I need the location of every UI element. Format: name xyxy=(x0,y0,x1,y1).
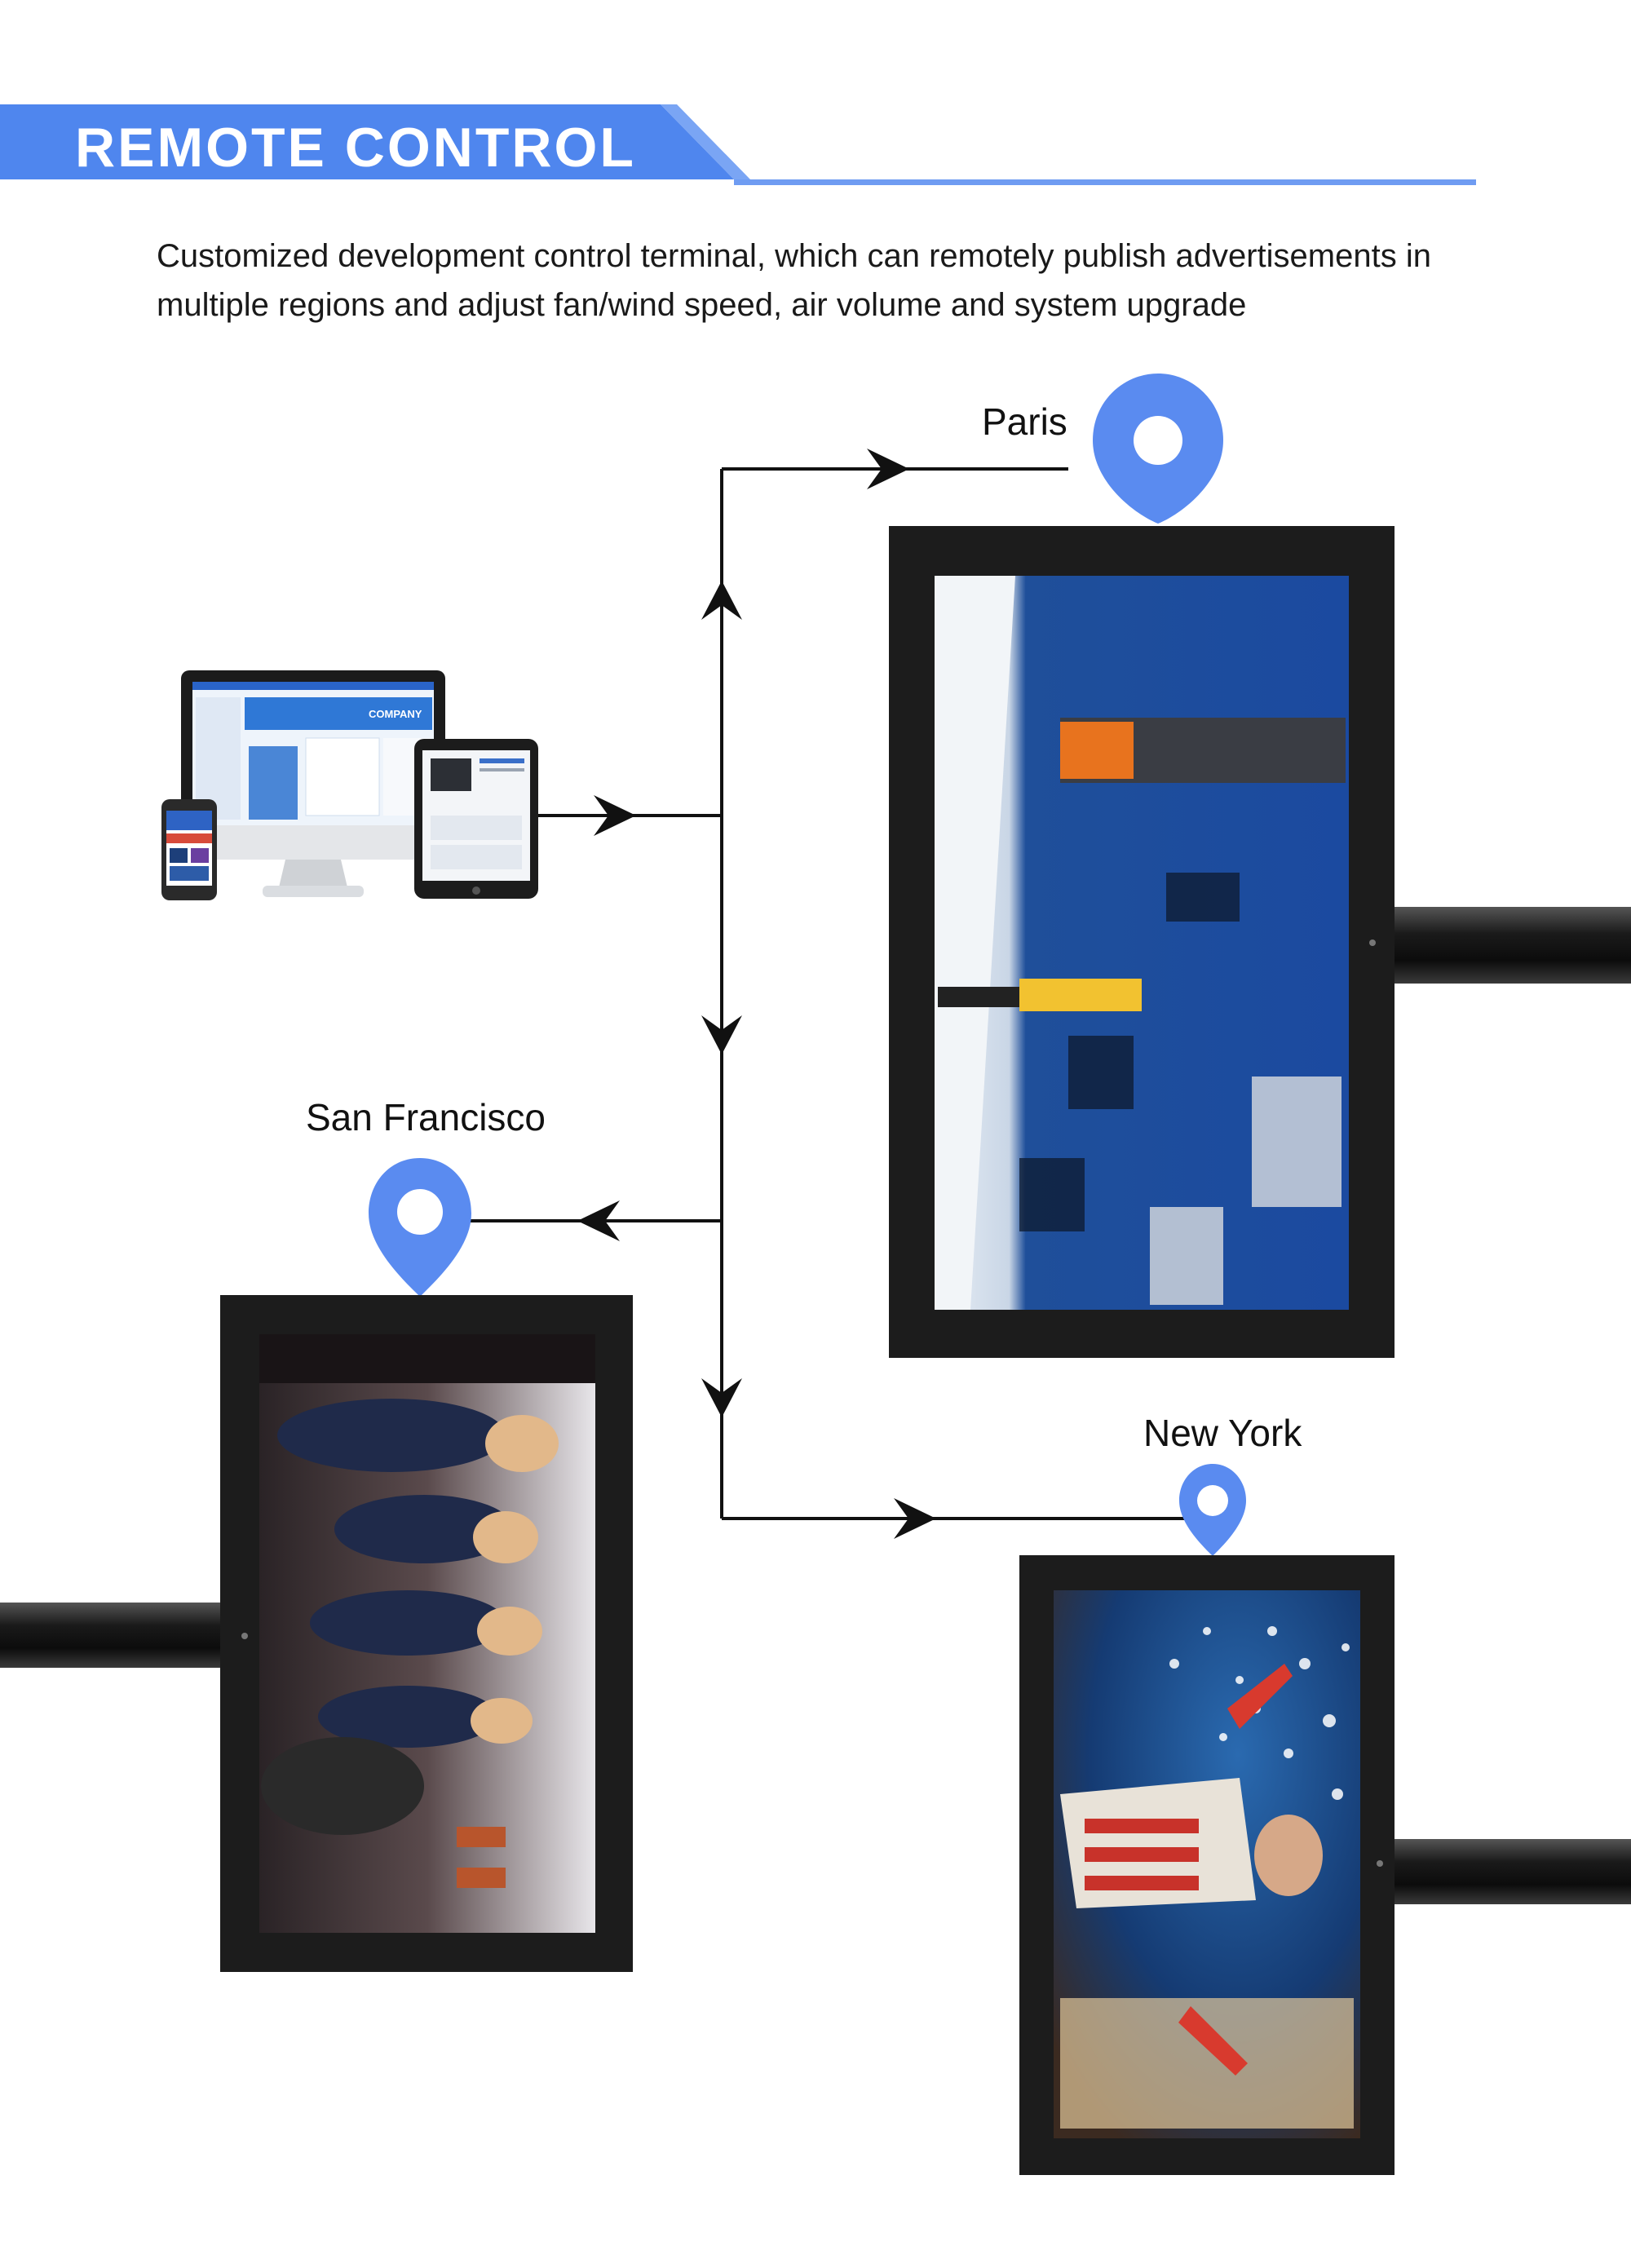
display-screen-san-francisco xyxy=(220,1295,633,1972)
arrow-right-icon xyxy=(867,449,909,489)
arrow-up-icon xyxy=(701,581,742,620)
location-pin-icon xyxy=(1179,1464,1246,1556)
page-title: REMOTE CONTROL xyxy=(75,117,636,179)
location-label-paris: Paris xyxy=(982,400,1067,443)
location-label-san-francisco: San Francisco xyxy=(306,1096,546,1138)
arrow-right-icon xyxy=(894,1498,936,1539)
location-label-new-york: New York xyxy=(1143,1412,1302,1454)
desktop-brand-text: COMPANY xyxy=(369,708,422,720)
location-pin-icon xyxy=(1093,374,1223,524)
page-description: Customized development control terminal,… xyxy=(157,238,1431,323)
arrowheads xyxy=(577,449,936,1539)
header-banner xyxy=(0,104,1476,185)
display-screen-new-york xyxy=(1019,1555,1395,2175)
display-screen-paris xyxy=(889,526,1395,1358)
location-pin-icon xyxy=(369,1158,471,1297)
mount-pole-paris xyxy=(1395,907,1631,984)
mount-pole-new-york xyxy=(1386,1839,1631,1904)
arrow-down-icon xyxy=(701,1378,742,1417)
arrow-right-icon xyxy=(594,795,636,836)
mount-pole-san-francisco xyxy=(0,1603,228,1668)
arrow-down-icon xyxy=(701,1015,742,1054)
controller-devices: COMPANY xyxy=(161,670,538,900)
arrow-left-icon xyxy=(577,1200,620,1241)
